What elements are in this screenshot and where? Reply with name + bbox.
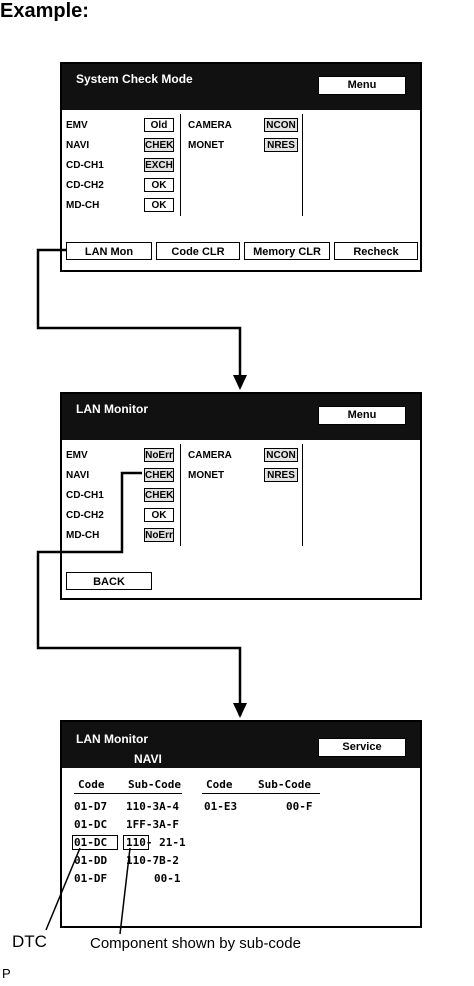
screen-title: LAN Monitor [76, 732, 148, 746]
device-label: EMV [66, 450, 88, 461]
sub-code: 110-7B-2 [126, 854, 179, 867]
device-label: CD-CH2 [66, 510, 104, 521]
lan-monitor-navi-screen: LAN Monitor NAVI Service Code Sub-Code C… [60, 720, 422, 928]
column-divider [302, 114, 303, 216]
footer-letter: P [2, 966, 11, 981]
status-code: NoErr [144, 448, 174, 462]
status-code: OK [144, 178, 174, 192]
status-code: OK [144, 508, 174, 522]
device-label: MONET [188, 470, 225, 481]
header-underline [202, 793, 320, 794]
status-code: NRES [264, 138, 298, 152]
status-code: Old [144, 118, 174, 132]
recheck-button[interactable]: Recheck [334, 242, 418, 260]
dtc-code: 01-D7 [74, 800, 108, 813]
sub-code: 110- 21-1 [126, 836, 186, 849]
memory-clr-button[interactable]: Memory CLR [244, 242, 330, 260]
flow-arrow [36, 471, 242, 716]
device-label: CAMERA [188, 120, 232, 131]
system-check-screen: System Check Mode Menu EMV NAVI CD-CH1 C… [60, 62, 422, 272]
status-code: NRES [264, 468, 298, 482]
status-code: OK [144, 198, 174, 212]
sub-code: 00-F [286, 800, 313, 813]
menu-button[interactable]: Menu [318, 76, 406, 95]
sub-code: 110-3A-4 [126, 800, 179, 813]
lan-monitor-screen: LAN Monitor Menu EMV NAVI CD-CH1 CD-CH2 … [60, 392, 422, 600]
status-code: EXCH [144, 158, 174, 172]
sub-code: 1FF-3A-F [126, 818, 179, 831]
screen-title: LAN Monitor [76, 402, 148, 416]
dtc-code: 01-DC [74, 818, 108, 831]
example-heading: Example: [0, 0, 89, 22]
header-underline [74, 793, 182, 794]
header-code: Code [206, 778, 233, 791]
status-code: CHEK [144, 138, 174, 152]
arrow-head [233, 703, 247, 718]
header-code: Code [78, 778, 105, 791]
status-code: CHEK [144, 488, 174, 502]
dtc-pointer-line [45, 847, 81, 931]
dtc-code: 01-DD [74, 854, 108, 867]
component-pointer-line [119, 847, 131, 935]
screen-subtitle: NAVI [134, 752, 162, 766]
service-button[interactable]: Service [318, 738, 406, 757]
device-label: CD-CH1 [66, 160, 104, 171]
device-label: MONET [188, 140, 225, 151]
device-label: CD-CH2 [66, 180, 104, 191]
screen-title: System Check Mode [76, 72, 193, 86]
arrow-head [233, 375, 247, 390]
dtc-code: 01-E3 [204, 800, 238, 813]
column-divider [180, 114, 181, 216]
device-label: MD-CH [66, 200, 100, 211]
title-bar: LAN Monitor Menu [62, 394, 420, 440]
header-sub-code: Sub-Code [128, 778, 181, 791]
device-label: NAVI [66, 140, 90, 151]
status-code: NCON [264, 118, 298, 132]
device-label: MD-CH [66, 530, 100, 541]
sub-code: 00-1 [154, 872, 181, 885]
dtc-label: DTC [12, 932, 47, 951]
device-label: CD-CH1 [66, 490, 104, 501]
header-sub-code: Sub-Code [258, 778, 311, 791]
code-clr-button[interactable]: Code CLR [156, 242, 240, 260]
device-label: CAMERA [188, 450, 232, 461]
column-divider [180, 444, 181, 546]
component-highlight-box [123, 835, 149, 850]
back-button[interactable]: BACK [66, 572, 152, 590]
lan-mon-button[interactable]: LAN Mon [66, 242, 152, 260]
status-code: CHEK [144, 468, 174, 482]
status-code: NCON [264, 448, 298, 462]
dtc-code: 01-DF [74, 872, 108, 885]
device-label: EMV [66, 120, 88, 131]
device-label: NAVI [66, 470, 90, 481]
dtc-highlight-box [72, 835, 118, 850]
column-divider [302, 444, 303, 546]
dtc-code: 01-DC [74, 836, 108, 849]
flow-arrow [36, 248, 242, 387]
title-bar: System Check Mode Menu [62, 64, 420, 110]
menu-button[interactable]: Menu [318, 406, 406, 425]
title-bar: LAN Monitor NAVI Service [62, 722, 420, 768]
status-code: NoErr [144, 528, 174, 542]
component-label: Component shown by sub-code [90, 935, 301, 952]
